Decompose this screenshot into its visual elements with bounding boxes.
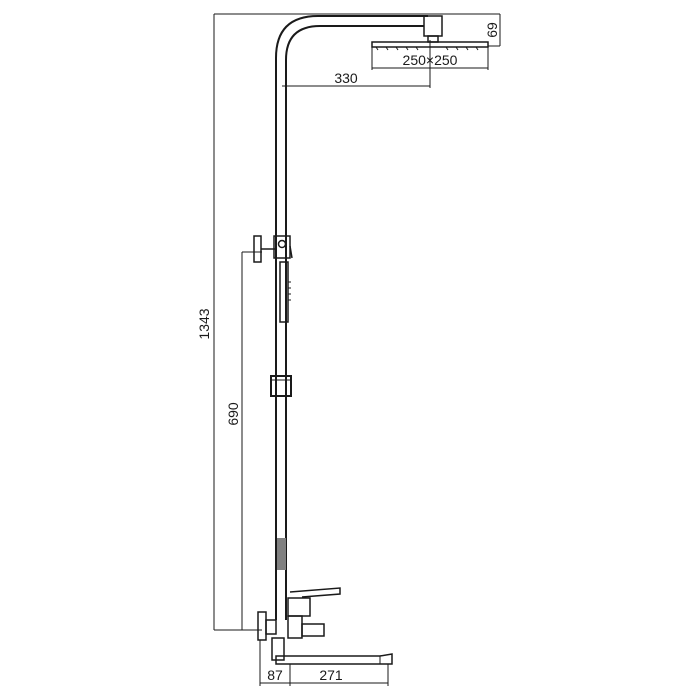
holder-arm xyxy=(289,245,293,259)
eccentric-fitting xyxy=(265,619,277,635)
nozzle-mark xyxy=(395,46,399,51)
head-thickness-label: 69 xyxy=(484,22,500,38)
bath-spout xyxy=(275,653,393,665)
mixer-valve xyxy=(257,587,341,661)
nozzle-mark xyxy=(415,46,419,51)
head-connector xyxy=(423,15,443,37)
head-plate xyxy=(371,41,489,48)
hand-shower-body xyxy=(279,261,289,323)
mixer-offset-label: 87 xyxy=(267,667,283,683)
nozzle-mark xyxy=(375,46,379,51)
diverter-holder xyxy=(253,235,293,263)
dimension-arm-reach: 330 xyxy=(282,40,431,88)
hand-shower xyxy=(279,261,291,323)
handshower-height-label: 690 xyxy=(225,402,241,426)
overall-height-label: 1343 xyxy=(196,308,212,339)
sliding-bracket xyxy=(270,375,292,397)
mixer-body xyxy=(287,597,311,617)
arm-reach-label: 330 xyxy=(334,70,358,86)
mixer-lower-body xyxy=(287,615,303,639)
wall-flange xyxy=(257,611,267,641)
spout-connector xyxy=(271,637,285,661)
nozzle-mark xyxy=(405,46,409,51)
nozzle-mark xyxy=(475,46,479,51)
nozzle-mark xyxy=(455,46,459,51)
diverter-screw xyxy=(277,239,287,249)
dimension-bottom: 87 271 xyxy=(259,640,389,686)
riser-inner-line xyxy=(285,25,424,620)
diverter-knob xyxy=(253,235,262,263)
riser-pipe xyxy=(275,15,428,620)
nozzle-mark xyxy=(445,46,449,51)
dimension-handshower-height: 690 xyxy=(225,251,262,630)
spout-length-label: 271 xyxy=(319,667,343,683)
riser-outer-line xyxy=(275,15,428,620)
mixer-side-outlet xyxy=(301,623,325,637)
nozzle-mark xyxy=(385,46,389,51)
sliding-bracket-body xyxy=(270,375,292,397)
nozzle-mark xyxy=(465,46,469,51)
hose-segment xyxy=(277,538,286,570)
dimension-overall-height: 1343 xyxy=(196,13,440,631)
dimension-head-thickness: 69 xyxy=(440,13,501,47)
bath-spout-body xyxy=(275,653,393,665)
mixer-lever xyxy=(289,587,341,598)
